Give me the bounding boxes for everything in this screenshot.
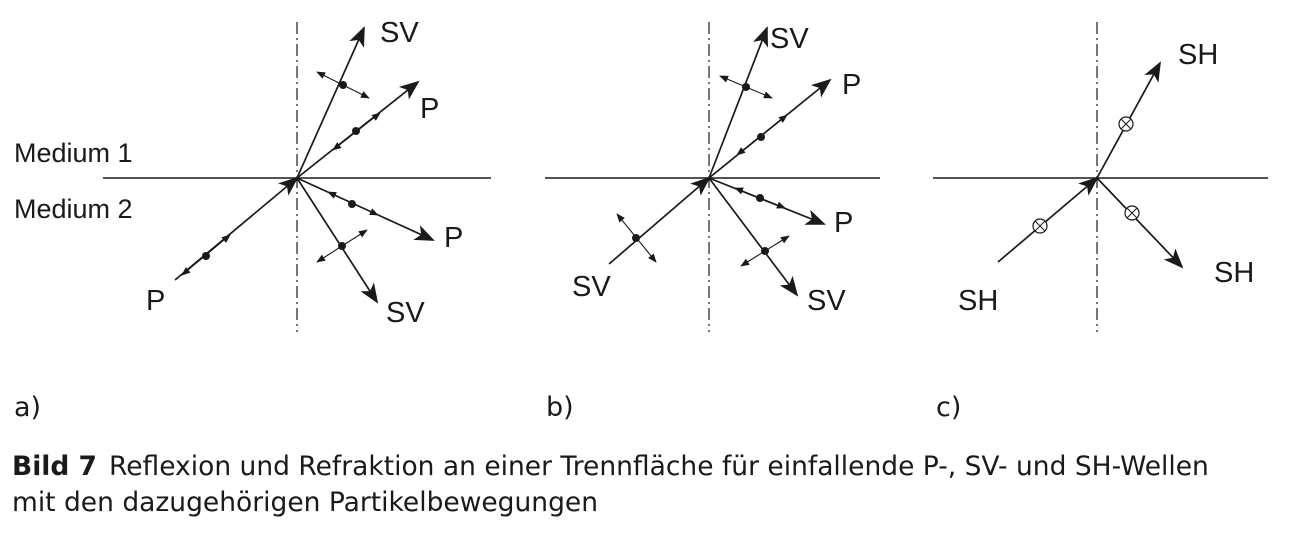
out-of-plane-motion-icon xyxy=(1032,218,1048,234)
panel-a: P SV P P SV xyxy=(103,17,491,332)
particle-dot xyxy=(632,234,640,242)
particle-dot xyxy=(338,242,346,250)
reflected-sv-ray xyxy=(296,26,365,179)
medium-2-label: Medium 2 xyxy=(14,194,133,224)
particle-dot xyxy=(352,127,360,135)
reflected-sh-label: SH xyxy=(1178,39,1218,71)
particle-dot xyxy=(761,247,769,255)
refracted-sh-ray xyxy=(1096,177,1184,269)
particle-dot xyxy=(742,83,750,91)
caption-line-1: Bild 7 Reflexion und Refraktion an einer … xyxy=(12,449,1302,485)
figure-caption: Bild 7 Reflexion und Refraktion an einer … xyxy=(12,449,1302,521)
particle-dot xyxy=(202,252,210,260)
particle-dot xyxy=(757,133,765,141)
particle-dot xyxy=(348,200,356,208)
incident-p-label: P xyxy=(146,285,165,317)
out-of-plane-motion-icon xyxy=(1124,205,1140,221)
reflected-p-label: P xyxy=(842,69,861,101)
out-of-plane-motion-icon xyxy=(1118,116,1134,132)
refracted-p-label: P xyxy=(834,207,853,239)
particle-dot xyxy=(756,194,764,202)
panel-c: SH SH SH xyxy=(933,22,1268,332)
caption-text-1: Reflexion und Refraktion an einer Trennf… xyxy=(109,451,1209,482)
refracted-p-label: P xyxy=(444,222,463,254)
incident-p-ray xyxy=(174,176,299,281)
incident-sh-ray xyxy=(997,176,1099,263)
refracted-sv-label: SV xyxy=(386,297,425,329)
reflected-sv-label: SV xyxy=(770,23,809,55)
panel-c-label: c) xyxy=(936,392,962,423)
medium-1-label: Medium 1 xyxy=(14,138,133,168)
figure-number: Bild 7 xyxy=(12,451,97,482)
wave-diagram: P SV P P SV Medium 1 Medium 2 SV xyxy=(14,17,1268,332)
panel-a-label: a) xyxy=(14,392,42,423)
reflected-sv-ray xyxy=(708,26,768,179)
particle-dot xyxy=(339,81,347,89)
caption-text-2: mit den dazugehörigen Partikelbewegungen xyxy=(12,487,599,518)
reflected-sv-label: SV xyxy=(380,17,419,49)
incident-sv-ray xyxy=(608,176,711,265)
refracted-sv-label: SV xyxy=(807,285,846,317)
refracted-sh-label: SH xyxy=(1214,257,1254,289)
panel-b: SV SV P P SV xyxy=(545,22,880,332)
reflected-p-label: P xyxy=(420,93,439,125)
incident-sh-label: SH xyxy=(958,285,998,317)
panel-b-label: b) xyxy=(546,392,574,423)
incident-sv-label: SV xyxy=(572,271,611,303)
